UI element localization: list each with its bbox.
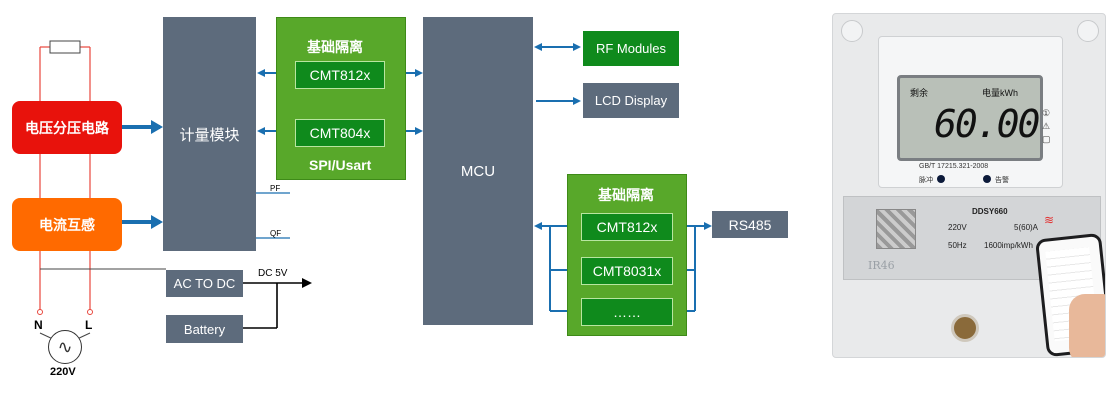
isolation-top-title: 基础隔离 [307,39,363,55]
voltage-divider-box: 电压分压电路 [12,101,122,154]
chip-cmt8031x: CMT8031x [581,257,673,285]
voltage-divider-label: 电压分压电路 [25,119,109,136]
pulse-label: 脉冲 [919,177,933,184]
meter-display-housing: 剩余 电量kWh 60.00 GB/T 17215.321-2008 脉冲 告警… [878,36,1063,188]
qf-label: QF [270,229,282,238]
meter-lcd: 剩余 电量kWh 60.00 [897,75,1043,161]
chip-cmt8031x-label: CMT8031x [592,263,662,279]
meter-volt: 220V [948,223,967,232]
qr-code-icon [876,209,916,249]
chip-cmt812x-bottom: CMT812x [581,213,673,241]
pf-label: PF [270,184,281,193]
rs485-label: RS485 [728,216,772,233]
rs485-box: RS485 [712,211,788,238]
rf-modules-label: RF Modules [595,41,667,56]
source-voltage-label: 220V [50,366,76,378]
isolation-bottom-title: 基础隔离 [598,187,654,203]
battery-label: Battery [183,321,226,337]
ac-to-dc-box: AC TO DC [166,270,243,297]
screw-hole-icon [1077,20,1099,42]
metering-module: 计量模块 [163,17,256,251]
chip-more-label: …… [613,304,641,320]
metering-module-label: 计量模块 [179,126,240,144]
lcd-reading: 60.00 [934,102,1040,146]
pulse-led-icon [937,175,945,183]
line-label: L [85,318,93,332]
lcd-display-label: LCD Display [594,93,668,108]
meter-imp: 1600imp/kWh [984,241,1033,250]
meter-standard: GB/T 17215.321-2008 [919,163,989,170]
isolation-block-top: 基础隔离 CMT812x CMT804x SPI/Usart [276,17,406,180]
isolation-block-bottom: 基础隔离 CMT812x CMT8031x …… [567,174,687,336]
current-transformer-label: 电流互感 [39,216,95,233]
alarm-led-icon [983,175,991,183]
dc-5v-label: DC 5V [258,268,288,279]
neutral-label: N [34,318,43,332]
ac-source-icon: ∿ [48,330,82,364]
ac-to-dc-label: AC TO DC [173,276,236,291]
mcu-block: MCU [423,17,533,325]
smart-meter-photo: 剩余 电量kWh 60.00 GB/T 17215.321-2008 脉冲 告警… [832,13,1106,358]
chip-cmt812x-bottom-label: CMT812x [596,219,658,235]
alarm-label: 告警 [995,177,1009,184]
chip-cmt804x: CMT804x [295,119,385,147]
battery-box: Battery [166,315,243,343]
chip-cmt804x-label: CMT804x [309,125,371,141]
bus-label: SPI/Usart [309,157,372,173]
lcd-display-box: LCD Display [583,83,679,118]
hand-image [1069,294,1105,357]
meter-freq: 50Hz [948,241,967,250]
screw-hole-icon [841,20,863,42]
meter-current: 5(60)A [1014,223,1039,232]
current-transformer-box: 电流互感 [12,198,122,251]
side-icons: ①⚠▢ [1042,108,1051,144]
wifi-icon: ≋ [1044,213,1055,227]
meter-model: DDSY660 [972,207,1008,216]
mcu-label: MCU [460,162,496,180]
lcd-left-label: 剩余 [910,88,929,98]
rf-modules-box: RF Modules [583,31,679,66]
chip-more: …… [581,298,673,326]
meter-ir: IR46 [868,259,895,272]
chip-cmt812x-top-label: CMT812x [309,67,371,83]
lcd-right-label: 电量kWh [982,88,1019,98]
chip-cmt812x-top: CMT812x [295,61,385,89]
terminal-screw-icon [951,314,979,342]
